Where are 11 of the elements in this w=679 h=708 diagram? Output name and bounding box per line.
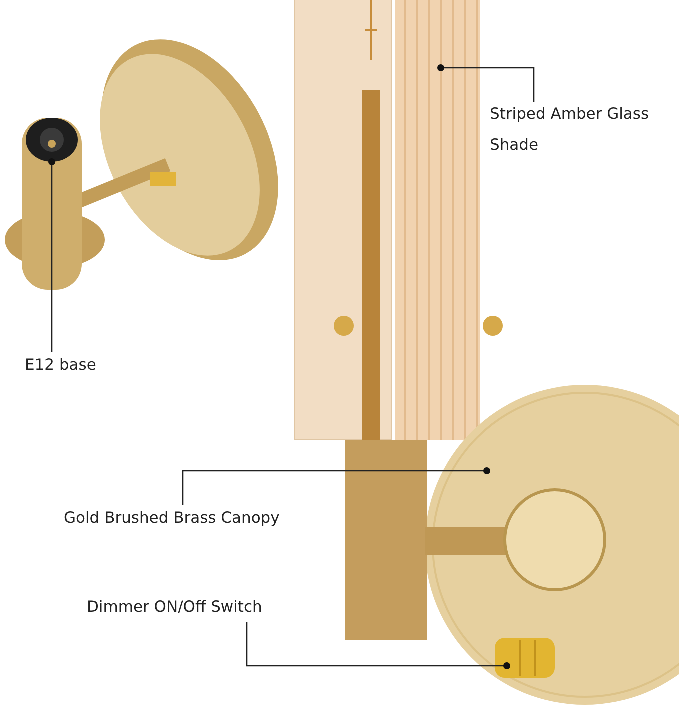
callout-label: Striped Amber Glass Shade <box>490 99 670 161</box>
bulb-socket <box>26 118 78 162</box>
leader-line <box>438 64 535 102</box>
switch-knob <box>495 638 555 678</box>
callout-label: Dimmer ON/Off Switch <box>87 592 262 623</box>
glass-shade <box>395 0 480 440</box>
leader-line <box>48 158 56 352</box>
leader-line <box>246 622 510 670</box>
callout-label: Gold Brushed Brass Canopy <box>64 503 280 534</box>
leader-line <box>182 468 490 505</box>
callout-label: E12 base <box>25 350 96 381</box>
